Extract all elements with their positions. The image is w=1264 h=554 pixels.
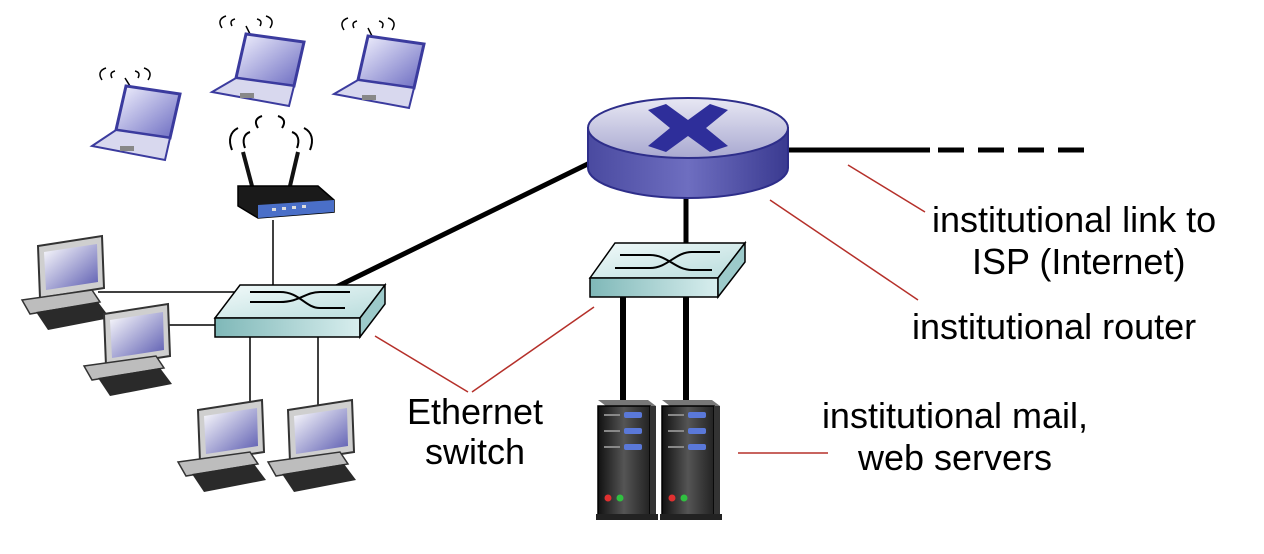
server-2-icon — [660, 400, 722, 520]
pointer-switch-right — [471, 306, 595, 393]
isp-link-label-line2: ISP (Internet) — [972, 241, 1186, 282]
pointer-router — [769, 199, 919, 301]
switch-label-line2: switch — [424, 431, 526, 472]
servers-label-line1: institutional mail, — [821, 395, 1089, 436]
router-label: institutional router — [912, 306, 1197, 347]
desktop-3-icon — [176, 398, 266, 492]
server-switch-icon — [588, 240, 747, 300]
laptop-3-icon — [331, 17, 426, 110]
servers-label-line2: web servers — [857, 437, 1053, 478]
desktop-4-icon — [266, 398, 356, 492]
server-icons — [596, 400, 722, 520]
desktop-1-icon — [20, 234, 110, 330]
switch-to-router-link — [328, 155, 602, 293]
desktop-icons — [20, 234, 356, 492]
laptop-1-icon — [89, 67, 182, 162]
switch-label-line1: Ethernet — [406, 391, 544, 432]
pointer-switch-left — [374, 335, 469, 393]
isp-link-label-line1: institutional link to — [932, 199, 1217, 240]
laptop-icons — [89, 15, 426, 162]
desktop-2-icon — [82, 302, 172, 396]
wireless-access-point-icon — [229, 115, 335, 219]
router-icon — [587, 97, 789, 199]
server-1-icon — [596, 400, 658, 520]
links — [98, 147, 1090, 405]
pointer-isp-link — [847, 164, 926, 213]
pointer-lines — [374, 164, 926, 454]
ethernet-switch-icon — [213, 282, 387, 340]
laptop-2-icon — [209, 15, 306, 108]
